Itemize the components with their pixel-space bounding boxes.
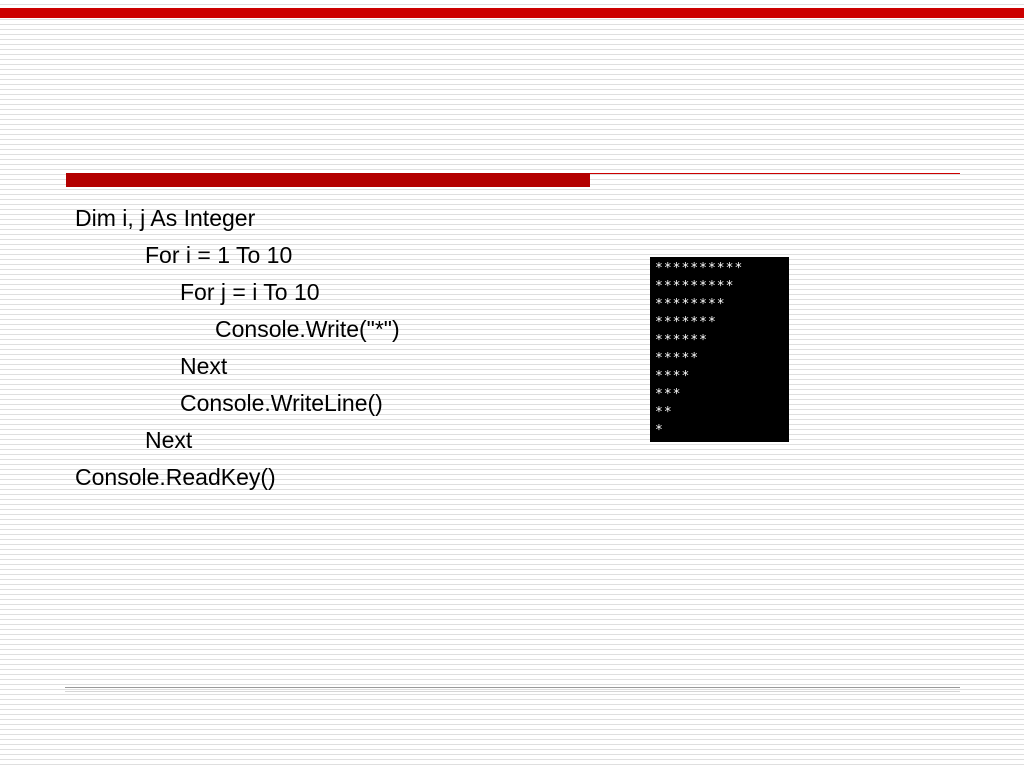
console-output-window: ****************************************… xyxy=(650,257,789,442)
code-line: Console.WriteLine() xyxy=(180,390,383,416)
console-line: ****** xyxy=(655,333,708,348)
code-line: Dim i, j As Integer xyxy=(75,205,256,231)
code-line: For i = 1 To 10 xyxy=(145,242,293,268)
title-rule-bar xyxy=(66,173,590,187)
console-line: * xyxy=(655,423,664,438)
code-line: For j = i To 10 xyxy=(180,279,320,305)
console-line: ******** xyxy=(655,297,726,312)
console-line: ********* xyxy=(655,279,735,294)
code-line: Next xyxy=(180,353,228,379)
console-line: ********** xyxy=(655,261,744,276)
code-line: Console.Write("*") xyxy=(215,316,400,342)
console-line: ******* xyxy=(655,315,717,330)
console-line: *** xyxy=(655,387,682,402)
console-line: ***** xyxy=(655,351,700,366)
bottom-rule xyxy=(65,687,960,692)
top-red-bar xyxy=(0,8,1024,18)
code-line: Next xyxy=(145,427,193,453)
code-line: Console.ReadKey() xyxy=(75,464,276,490)
console-line: **** xyxy=(655,369,691,384)
console-line: ** xyxy=(655,405,673,420)
